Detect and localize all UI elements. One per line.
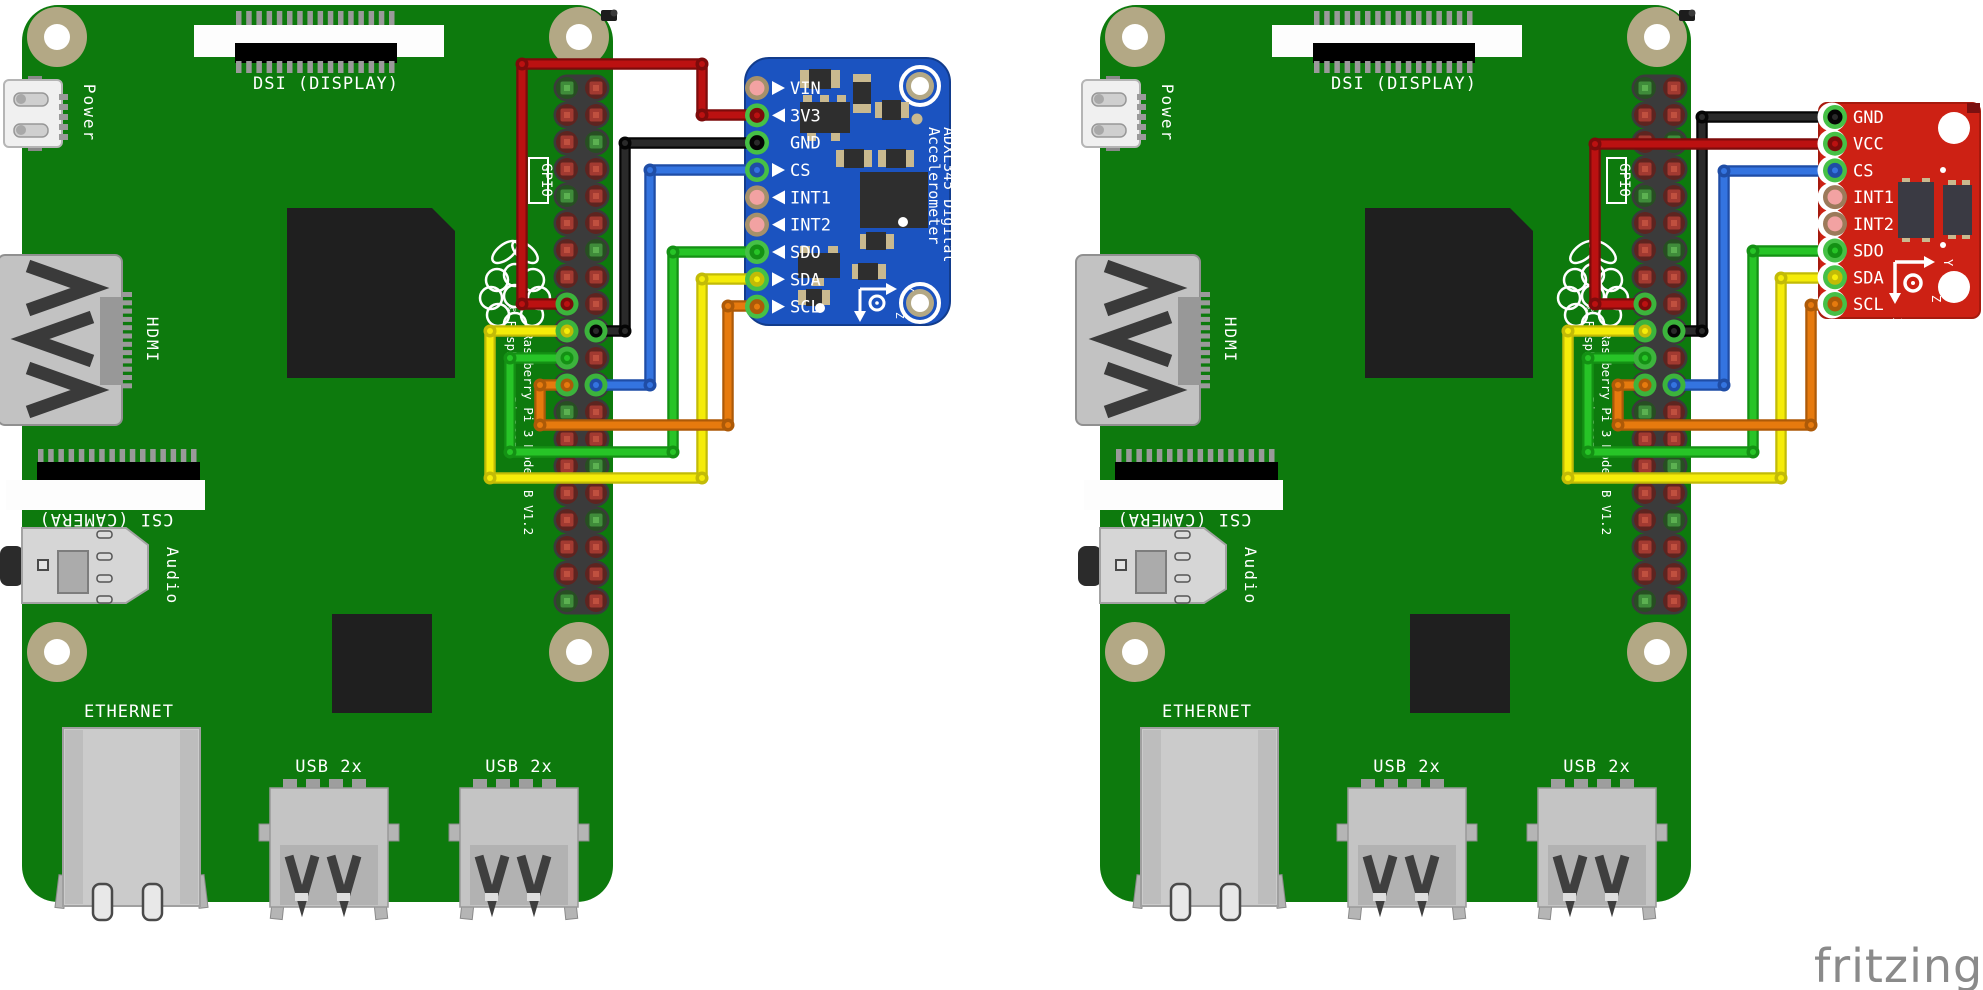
axis-x-label: X	[1890, 318, 1904, 326]
wire-orange[interactable]	[533, 299, 763, 432]
silkscreen-dot	[1940, 242, 1946, 248]
wire-green[interactable]	[503, 245, 763, 459]
connection-points-left	[555, 76, 769, 397]
module-pin-sda[interactable]	[745, 267, 769, 292]
module-pin-sdo[interactable]	[1823, 238, 1847, 263]
wires-right	[1561, 110, 1841, 485]
module-pin-label: INT2	[790, 216, 831, 236]
wire-orange[interactable]	[1611, 298, 1841, 432]
wire-blue[interactable]	[590, 163, 763, 392]
module-pin-label: INT1	[1853, 188, 1894, 208]
module-pin-scl[interactable]	[1823, 291, 1847, 316]
module-title-line1: ADXL345 Digital	[940, 127, 958, 262]
fritzing-watermark: fritzing	[1814, 939, 1983, 990]
red-module-mark	[1967, 103, 1980, 113]
module-pin-sdo[interactable]	[745, 239, 769, 264]
module-pin-label: INT2	[1853, 215, 1894, 235]
module-pin-3v3[interactable]	[745, 103, 769, 128]
module-pin-gnd[interactable]	[1823, 105, 1847, 129]
module-pin-label: 3V3	[790, 106, 821, 126]
module-pin-cs[interactable]	[1823, 158, 1847, 183]
module-pin-int1[interactable]	[745, 185, 769, 210]
module-pin-label: GND	[1853, 108, 1884, 128]
wire-red[interactable]	[515, 57, 763, 311]
module-pin-int2[interactable]	[745, 212, 769, 237]
module-pin-label: VIN	[790, 79, 821, 99]
blue-module-smd-components	[798, 69, 928, 313]
pin-arrow	[772, 190, 785, 205]
module-pin-label: SCL	[1853, 295, 1884, 315]
blue-module-holes	[899, 65, 941, 324]
module-pin-vin[interactable]	[745, 76, 769, 100]
pin-arrow	[772, 162, 785, 177]
pin-arrow	[772, 108, 785, 123]
pin-arrow	[772, 299, 785, 314]
module-pin-label: SDO	[1853, 242, 1884, 262]
wire-yellow[interactable]	[1561, 271, 1841, 485]
module-pin-gnd[interactable]	[745, 130, 769, 155]
module-pin-int1[interactable]	[1823, 185, 1847, 210]
silkscreen-dot	[1940, 167, 1946, 173]
axis-indicator	[854, 283, 897, 322]
pin-arrow	[772, 244, 785, 259]
pin-arrow	[772, 217, 785, 232]
wire-black[interactable]	[590, 136, 763, 338]
pin-arrow	[772, 81, 785, 95]
axis-z-label: Z	[893, 312, 906, 319]
module-pin-label: SDA	[1853, 268, 1884, 288]
red-module-hole	[1938, 112, 1970, 144]
wire-blue[interactable]	[1668, 164, 1841, 392]
wire-black[interactable]	[1668, 110, 1841, 338]
module-pin-label: SDA	[790, 270, 821, 290]
module-pin-label: CS	[790, 161, 810, 181]
module-pin-label: GND	[790, 134, 821, 154]
wires-left	[483, 57, 763, 485]
module-pin-label: VCC	[1853, 135, 1884, 155]
wire-red[interactable]	[1588, 137, 1841, 311]
red-module-hole	[1938, 271, 1970, 303]
wire-green[interactable]	[1581, 244, 1841, 459]
module-title-line2: Accelerometer	[925, 127, 943, 244]
connection-points-right	[1633, 102, 1847, 397]
module-pin-sda[interactable]	[1823, 265, 1847, 290]
pin-arrow	[772, 272, 785, 287]
module-pin-label: INT1	[790, 188, 831, 208]
module-pin-scl[interactable]	[745, 294, 769, 319]
module-pin-label: CS	[1853, 161, 1873, 181]
axis-y-label: Y	[903, 285, 916, 292]
wire-yellow[interactable]	[483, 272, 763, 485]
adafruit-adxl345-module[interactable]: Y X Z ADXL345 Digital Accelerometer VIN 3…	[744, 57, 958, 341]
module-pin-label: SCL	[790, 298, 821, 318]
module-pin-cs[interactable]	[745, 157, 769, 182]
axis-y-label: Y	[1941, 259, 1955, 267]
axis-x-label: X	[854, 334, 867, 341]
module-pin-vcc[interactable]	[1823, 131, 1847, 156]
module-pin-int2[interactable]	[1823, 211, 1847, 236]
axis-indicator	[1889, 256, 1935, 304]
axis-z-label: Z	[1929, 295, 1943, 302]
module-pin-label: SDO	[790, 243, 821, 263]
red-module-ics	[1898, 178, 1972, 242]
